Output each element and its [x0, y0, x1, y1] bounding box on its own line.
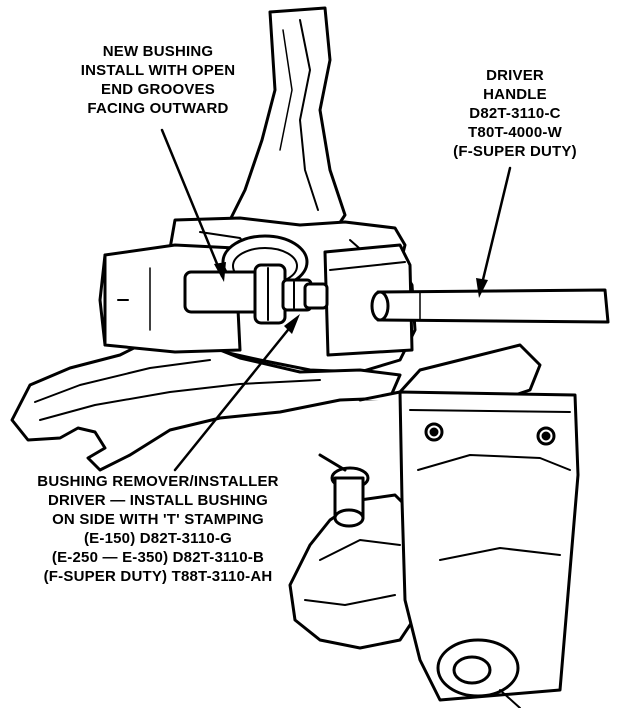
callout-new-bushing-line: FACING OUTWARD	[87, 100, 229, 117]
leader-lines	[160, 128, 512, 472]
lower-support-bracket	[358, 343, 580, 702]
arrowhead-new-bushing	[214, 262, 226, 282]
leader-new-bushing	[160, 128, 224, 278]
leader-remover-installer	[173, 318, 298, 472]
callout-remover-installer-line: ON SIDE WITH 'T' STAMPING	[52, 511, 264, 528]
callout-driver-handle-line: (F-SUPER DUTY)	[453, 143, 577, 160]
callout-driver-handle-line: T80T-4000-W	[468, 124, 562, 141]
driver-handle-bar	[370, 288, 610, 324]
arrowhead-driver-handle	[476, 278, 488, 298]
callout-remover-installer-line: (E-150) D82T-3110-G	[83, 530, 233, 547]
spindle-lower-ear	[10, 328, 402, 472]
callout-remover-installer-line: (E-250 — E-350) D82T-3110-B	[51, 549, 265, 566]
callout-new-bushing: NEW BUSHING INSTALL WITH OPEN END GROOVE…	[58, 42, 258, 118]
arrowhead-remover-installer	[284, 314, 300, 334]
callout-new-bushing-line: NEW BUSHING	[102, 43, 214, 60]
callout-driver-handle-line: HANDLE	[483, 86, 547, 103]
spindle-end-stub	[436, 638, 521, 708]
callout-driver-handle-line: D82T-3110-C	[469, 105, 561, 122]
callout-driver-handle-line: DRIVER	[486, 67, 544, 84]
callout-driver-handle: DRIVER HANDLE D82T-3110-C T80T-4000-W (F…	[415, 66, 615, 161]
leader-driver-handle	[478, 166, 512, 294]
bushing-driver-tool	[183, 263, 329, 325]
callout-new-bushing-line: END GROOVES	[101, 81, 215, 98]
callout-remover-installer-line: (F-SUPER DUTY) T88T-3110-AH	[43, 568, 273, 585]
callout-remover-installer-line: DRIVER — INSTALL BUSHING	[47, 492, 269, 509]
callout-new-bushing-line: INSTALL WITH OPEN	[80, 62, 236, 79]
callout-remover-installer-line: BUSHING REMOVER/INSTALLER	[37, 473, 279, 490]
callout-remover-installer: BUSHING REMOVER/INSTALLER DRIVER — INSTA…	[8, 472, 308, 586]
